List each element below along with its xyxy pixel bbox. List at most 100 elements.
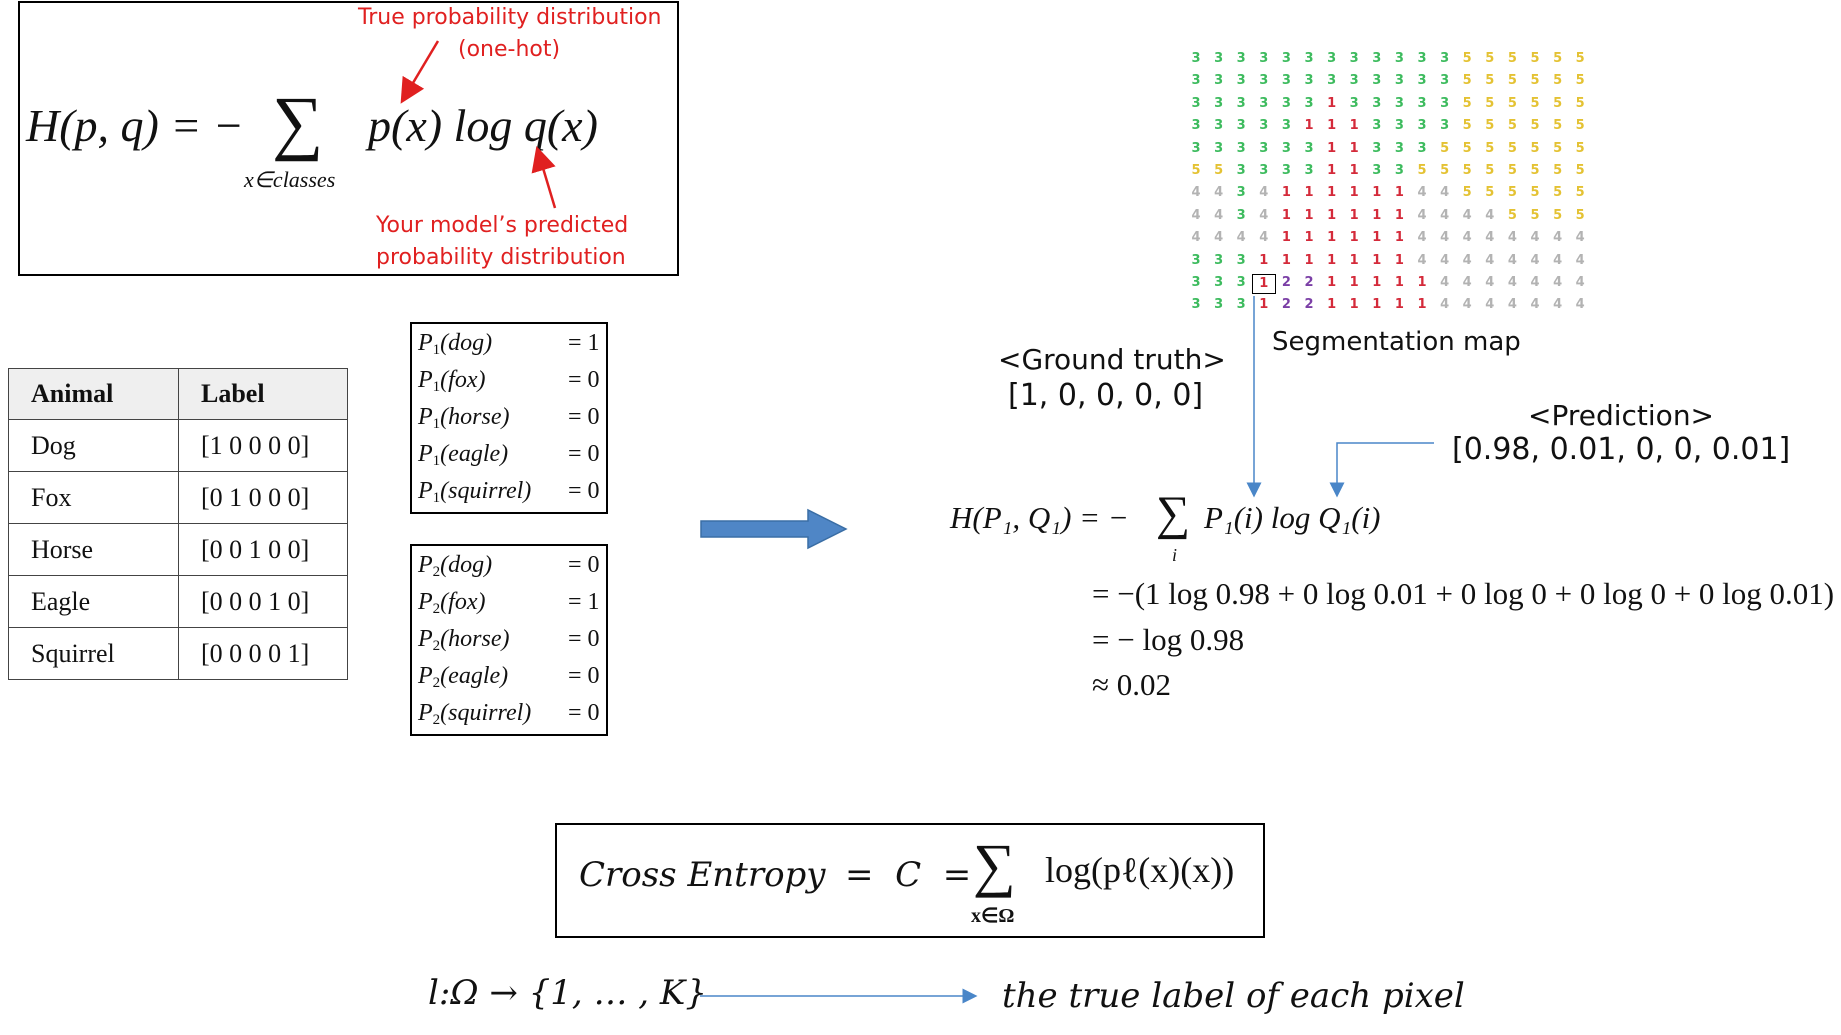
prob-name: P <box>418 478 433 504</box>
segmentation-cell: 1 <box>1372 252 1382 268</box>
segmentation-cell: 3 <box>1281 51 1291 66</box>
segmentation-cell: 3 <box>1214 252 1224 268</box>
segmentation-cell: 1 <box>1349 230 1359 246</box>
segmentation-cell: 4 <box>1507 252 1517 268</box>
segmentation-cell: 3 <box>1417 95 1427 111</box>
segmentation-cell: 3 <box>1214 275 1224 290</box>
prob-argument: (squirrel) <box>440 700 532 726</box>
segmentation-cell: 3 <box>1236 252 1246 268</box>
segmentation-cell: 3 <box>1236 297 1246 313</box>
annotation-true-line1: True probability distribution <box>358 5 662 30</box>
sigma-symbol: ∑ <box>272 82 324 162</box>
p1-lhs: P1(squirrel) <box>418 478 531 507</box>
derivation-sigma: ∑ <box>1156 487 1191 540</box>
segmentation-cell: 3 <box>1191 140 1201 156</box>
prob-argument: (dog) <box>440 552 493 578</box>
segmentation-cell: 4 <box>1553 230 1563 246</box>
segmentation-cell: 5 <box>1553 207 1563 223</box>
segmentation-cell: 1 <box>1394 297 1404 313</box>
cell-animal: Dog <box>8 419 179 472</box>
ground-truth-value: [1, 0, 0, 0, 0] <box>1008 378 1204 413</box>
segmentation-cell: 1 <box>1394 207 1404 223</box>
p2-value: = 0 <box>568 552 600 578</box>
segmentation-cell: 1 <box>1281 207 1291 223</box>
segmentation-cell: 1 <box>1327 230 1337 246</box>
prob-subscript: 1 <box>432 490 441 506</box>
prob-name: P <box>418 367 433 393</box>
p2-row: P2(eagle)= 0 <box>418 663 608 700</box>
segmentation-cell: 5 <box>1530 140 1540 156</box>
segmentation-cell: 5 <box>1485 140 1495 156</box>
segmentation-cell: 1 <box>1327 185 1337 201</box>
segmentation-cell: 1 <box>1349 118 1359 134</box>
segmentation-cell: 3 <box>1304 73 1314 89</box>
segmentation-cell: 3 <box>1236 163 1246 178</box>
segmentation-cell: 4 <box>1236 230 1246 246</box>
segmentation-cell: 5 <box>1462 51 1472 66</box>
prob-subscript: 1 <box>432 453 441 469</box>
segmentation-cell: 4 <box>1553 297 1563 313</box>
segmentation-cell: 3 <box>1281 95 1291 111</box>
segmentation-cell: 3 <box>1394 51 1404 66</box>
header-label: Label <box>178 368 348 420</box>
segmentation-cell: 3 <box>1214 118 1224 134</box>
segmentation-cell: 5 <box>1462 140 1472 156</box>
p2-lhs: P2(fox) <box>418 589 485 618</box>
segmentation-cell: 3 <box>1236 140 1246 156</box>
segmentation-cell: 3 <box>1214 95 1224 111</box>
segmentation-cell: 3 <box>1417 73 1427 89</box>
segmentation-cell: 1 <box>1394 230 1404 246</box>
cross-entropy-eq: = C = <box>845 855 972 895</box>
segmentation-cell: 2 <box>1281 275 1291 290</box>
segmentation-cell: 3 <box>1191 51 1201 66</box>
segmentation-cell: 1 <box>1349 140 1359 156</box>
segmentation-cell: 4 <box>1485 297 1495 313</box>
segmentation-cell: 5 <box>1507 95 1517 111</box>
segmentation-cell: 1 <box>1394 185 1404 201</box>
segmentation-cell: 1 <box>1327 163 1337 178</box>
segmentation-cell: 3 <box>1236 118 1246 134</box>
segmentation-cell: 5 <box>1530 185 1540 201</box>
segmentation-cell: 5 <box>1485 118 1495 134</box>
segmentation-cell: 4 <box>1575 252 1585 268</box>
segmentation-cell: 1 <box>1349 207 1359 223</box>
p1-value: = 0 <box>568 367 600 393</box>
segmentation-cell: 4 <box>1530 297 1540 313</box>
prob-name: P <box>418 330 433 356</box>
segmentation-cell: 4 <box>1553 252 1563 268</box>
segmentation-cell: 3 <box>1372 163 1382 178</box>
segmentation-cell: 3 <box>1394 95 1404 111</box>
segmentation-cell: 4 <box>1462 252 1472 268</box>
segmentation-cell: 1 <box>1349 252 1359 268</box>
cell-animal: Fox <box>8 471 179 524</box>
segmentation-cell: 1 <box>1394 275 1404 290</box>
prob-argument: (horse) <box>440 404 510 430</box>
p2-lhs: P2(dog) <box>418 552 492 581</box>
table-header-row: Animal Label <box>8 368 348 420</box>
segmentation-cell: 3 <box>1372 95 1382 111</box>
segmentation-cell: 5 <box>1575 185 1585 201</box>
segmentation-cell: 4 <box>1191 207 1201 223</box>
prediction-value: [0.98, 0.01, 0, 0, 0.01] <box>1452 432 1791 467</box>
segmentation-cell: 3 <box>1259 51 1269 66</box>
segmentation-cell: 1 <box>1349 275 1359 290</box>
annotation-pred-line2: probability distribution <box>376 245 626 270</box>
segmentation-cell: 5 <box>1575 140 1585 156</box>
prob-subscript: 2 <box>432 638 441 654</box>
segmentation-cell: 4 <box>1440 207 1450 223</box>
segmentation-cell: 3 <box>1417 51 1427 66</box>
p1-row: P1(eagle)= 0 <box>418 441 608 478</box>
sigma-subscript: x∈classes <box>244 167 336 192</box>
prob-subscript: 1 <box>432 379 441 395</box>
p1-lhs: P1(fox) <box>418 367 485 396</box>
prob-argument: (squirrel) <box>440 478 532 504</box>
table-row: Dog [1 0 0 0 0] <box>8 419 348 472</box>
derivation-line1-rhs: P₁(i) log Q₁(i) <box>1204 500 1381 535</box>
segmentation-cell: 3 <box>1372 51 1382 66</box>
p2-distribution-box: P2(dog)= 0 P2(fox)= 1 P2(horse)= 0 P2(ea… <box>410 544 608 736</box>
prob-argument: (eagle) <box>440 663 509 689</box>
segmentation-cell: 4 <box>1507 297 1517 313</box>
p1-value: = 0 <box>568 404 600 430</box>
